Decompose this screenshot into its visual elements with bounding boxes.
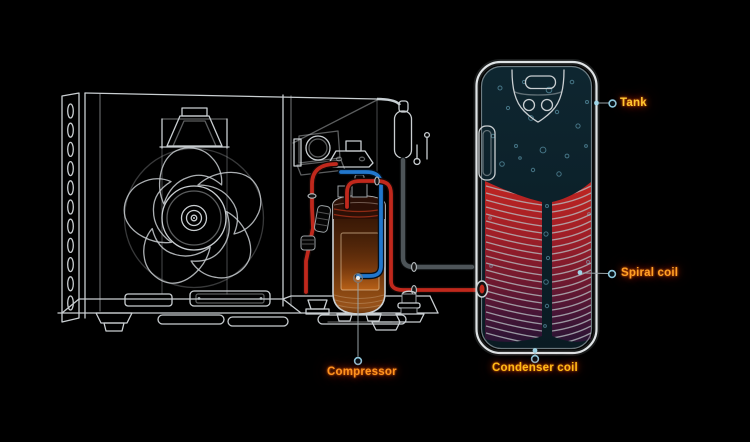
spiral-coil-label: Spiral coil xyxy=(621,267,679,279)
suction-pipe xyxy=(339,170,383,278)
sight-glass xyxy=(413,157,421,166)
condenser-coil-callout-dot xyxy=(532,348,538,353)
compressor-callout-ring xyxy=(353,356,363,366)
tank-label: Tank xyxy=(620,97,647,109)
tank-outline xyxy=(475,60,598,355)
refrigerant-pipes-graphic xyxy=(300,97,481,323)
coil-column-left xyxy=(485,181,542,342)
hot-gas-pipe-to-tank xyxy=(345,179,479,292)
left-rail xyxy=(61,92,80,323)
pipe-insulator xyxy=(313,205,332,233)
liquid-line-pipe xyxy=(399,156,476,271)
condenser-coil-callout-ring xyxy=(530,354,540,364)
tank-inlet-port xyxy=(475,280,489,298)
compressor-label: Compressor xyxy=(327,366,397,378)
panel-display xyxy=(524,75,557,90)
spiral-coil-leader-line xyxy=(582,272,609,274)
fan-motor-graphic xyxy=(293,130,346,176)
compressor-callout xyxy=(353,273,363,366)
rail-slots xyxy=(67,103,74,311)
fan-blades xyxy=(123,147,262,284)
tank-graphic xyxy=(473,59,600,356)
callouts xyxy=(353,99,617,366)
condenser-coil-callout xyxy=(530,348,540,364)
tank-callout-dot xyxy=(594,100,599,106)
tank-handle xyxy=(478,125,496,181)
filter-drier-graphic xyxy=(376,97,431,166)
unit-top-edge xyxy=(84,92,378,100)
water-bubbles xyxy=(488,79,591,328)
unit-foot xyxy=(95,312,133,324)
tank-callout-ring xyxy=(608,99,617,108)
condenser-coil-label: Condenser coil xyxy=(492,362,578,374)
unit-base xyxy=(57,290,439,332)
fan-graphic xyxy=(123,147,265,289)
spiral-coil-callout-ring xyxy=(607,269,617,279)
tank-callout xyxy=(594,99,617,108)
coil-turns-right xyxy=(552,185,591,342)
pipe-fitting xyxy=(300,235,316,251)
service-valve-graphic xyxy=(395,290,425,323)
spiral-coil-callout-dot xyxy=(577,270,583,275)
spiral-coil-callout xyxy=(577,269,617,279)
unit-foot xyxy=(371,321,401,331)
condenser-coil-graphic xyxy=(485,181,591,342)
coil-column-right xyxy=(552,182,591,342)
condensing-unit-graphic xyxy=(57,92,439,332)
tank-control-panel xyxy=(511,69,565,123)
